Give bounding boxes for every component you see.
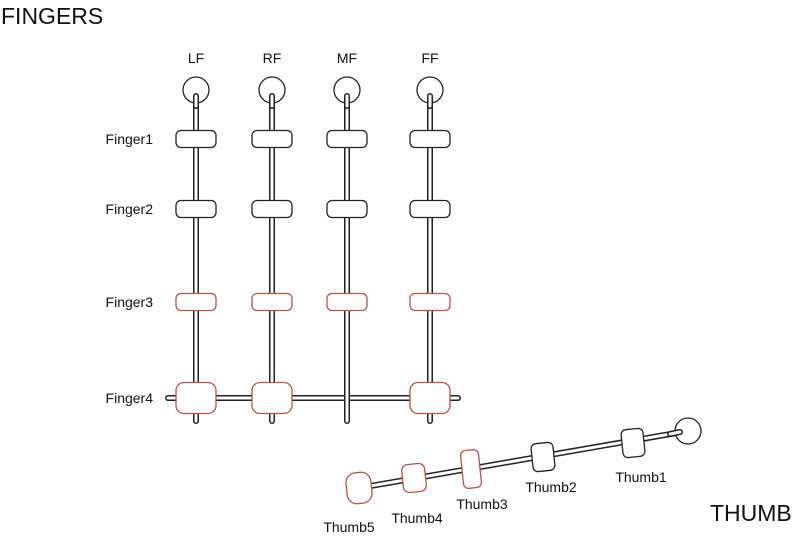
joint-ff-finger2 [409,199,451,219]
thumb-label-thumb2: Thumb2 [525,479,577,495]
joint-thumb5 [345,471,373,505]
finger-ff: FF [409,50,451,424]
thumb-label-thumb1: Thumb1 [615,469,667,485]
joint-ff-finger3 [409,292,451,312]
joint-ff-finger1 [409,129,451,149]
row-label-finger4: Finger4 [106,390,154,406]
joint-rf-finger2 [251,199,293,219]
finger-mf: MF [326,50,368,424]
joint-rf-finger3 [251,292,293,312]
fingers-title: FINGERS [1,3,103,29]
joint-mf-finger1 [326,129,368,149]
thumb-title: THUMB [710,500,792,526]
joint-thumb1 [620,427,646,459]
thumb-label-thumb3: Thumb3 [456,496,508,512]
joint-mf-finger3 [326,292,368,312]
joint-ff-finger4 [409,381,451,415]
column-label-rf: RF [263,50,282,66]
thumb-label-thumb5: Thumb5 [323,519,375,535]
column-label-ff: FF [421,50,438,66]
joint-rf-finger1 [251,129,293,149]
joint-lf-finger2 [175,199,217,219]
finger-lf: LF [175,50,217,424]
joint-lf-finger1 [175,129,217,149]
joint-lf-finger3 [175,292,217,312]
joint-rf-finger4 [251,381,293,415]
row-label-finger1: Finger1 [106,131,154,147]
finger-rf: RF [251,50,293,424]
column-label-mf: MF [337,50,357,66]
row-label-finger3: Finger3 [106,294,154,310]
joint-thumb4 [401,462,427,494]
thumb-rod-stub [667,429,683,437]
thumb-label-thumb4: Thumb4 [391,510,443,526]
joint-lf-finger4 [175,381,217,415]
column-label-lf: LF [188,50,204,66]
joint-thumb2 [530,441,556,473]
joint-thumb3 [459,449,483,489]
joint-mf-finger2 [326,199,368,219]
row-label-finger2: Finger2 [106,201,154,217]
